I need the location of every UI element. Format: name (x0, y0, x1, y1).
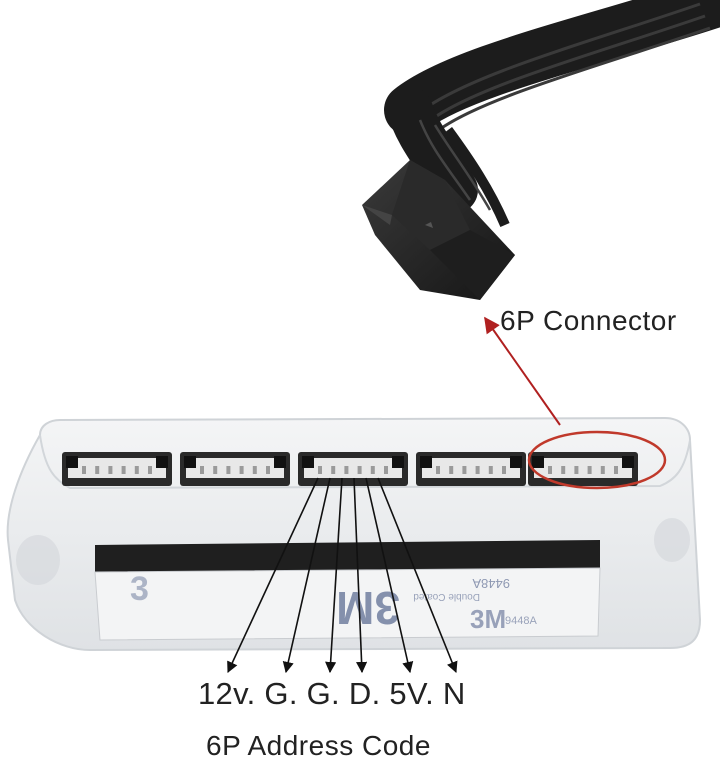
port-pin (331, 466, 336, 474)
port-2 (180, 452, 290, 486)
port-pin (370, 466, 375, 474)
port-pin (574, 466, 579, 474)
port-pin (587, 466, 592, 474)
pin-5v-arrow (365, 477, 414, 674)
pin-assignment-label: 12v. G. G. D. 5V. N (198, 676, 466, 711)
sticker-brand-text: 3M (336, 582, 400, 634)
port-pin (449, 466, 454, 474)
port-pin (488, 466, 493, 474)
port-pin (384, 466, 388, 474)
pin-n-arrow (377, 477, 458, 674)
port-pin (561, 466, 566, 474)
port-pin (252, 466, 257, 474)
six-pin-connector-plug (362, 160, 515, 300)
port-1 (62, 452, 172, 486)
port-pin (134, 466, 139, 474)
port-pin (318, 466, 322, 474)
port-pin (344, 466, 349, 474)
sticker-brand-text-2: 3M (470, 604, 506, 634)
highlight-circle (527, 430, 667, 490)
port-pin (614, 466, 618, 474)
adhesive-pad-3m: 3M 9448A Double Coated 3M 9448A 3 (94, 540, 601, 641)
connector-label: 6P Connector (500, 305, 677, 336)
port-pin (148, 466, 152, 474)
port-pin (462, 466, 467, 474)
port-5 (528, 452, 638, 486)
pin-arrows (227, 477, 458, 674)
port-pin (502, 466, 506, 474)
port-3 (298, 452, 408, 486)
port-pin (200, 466, 204, 474)
port-pin (108, 466, 113, 474)
connector-pointer-arrow (484, 316, 561, 426)
port-pin (82, 466, 86, 474)
port-pin (95, 466, 100, 474)
port-pin (357, 466, 362, 474)
port-pin (226, 466, 231, 474)
port-pin (600, 466, 605, 474)
port-pin (475, 466, 480, 474)
pin-g1-arrow (282, 477, 331, 674)
port-pin (239, 466, 244, 474)
sticker-subtitle-text: Double Coated (413, 591, 480, 602)
sticker-code-text-2: 9448A (505, 615, 537, 627)
address-code-label: 6P Address Code (206, 730, 431, 761)
port-pin (548, 466, 552, 474)
port-row (62, 452, 638, 486)
port-pin (266, 466, 270, 474)
pin-d-arrow (353, 477, 368, 674)
pin-12v-arrow (227, 477, 319, 674)
sticker-code-text: 9448A (472, 576, 510, 591)
sticker-fragment-text: 3 (130, 570, 149, 608)
port-pin (121, 466, 126, 474)
port-4 (416, 452, 526, 486)
ribbon-cable (384, 0, 720, 227)
port-pin (436, 466, 440, 474)
port-pin (213, 466, 218, 474)
pin-g2-arrow (325, 477, 343, 674)
